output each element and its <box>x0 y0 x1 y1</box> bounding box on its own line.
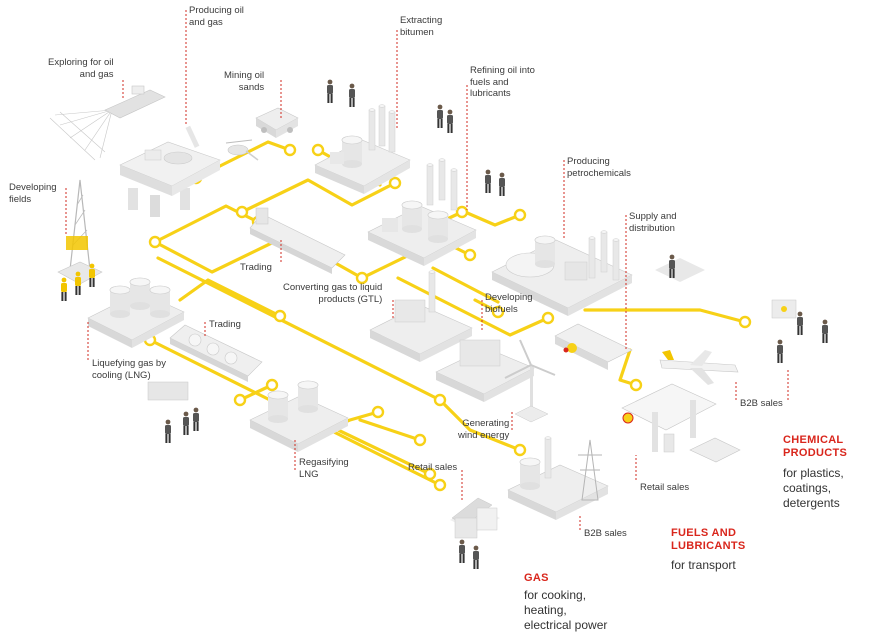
label-regas: Regasifying LNG <box>299 457 349 480</box>
ship-icon <box>249 207 346 274</box>
airplane-icon <box>659 350 739 385</box>
pipeline <box>153 236 284 274</box>
pipeline <box>463 210 522 227</box>
survey-ship-icon <box>49 85 166 161</box>
pylon-icon <box>578 439 602 501</box>
pipeline <box>156 256 522 452</box>
pipeline-node <box>463 248 477 262</box>
fuel-station-icon <box>621 383 741 463</box>
label-refining: Refining oil into fuels and lubricants <box>470 65 535 99</box>
house-icon <box>450 497 500 539</box>
label-wind: Generating wind energy <box>458 418 510 441</box>
pipeline <box>178 278 282 318</box>
pipeline-node <box>265 378 279 392</box>
display-board-icon <box>771 299 797 319</box>
label-exploring: Exploring for oil and gas <box>48 57 114 80</box>
lng-plant <box>87 277 185 348</box>
chemical-products-sub: for plastics, coatings, detergents <box>783 466 844 510</box>
pipeline-node <box>541 311 555 325</box>
pipeline-node <box>235 205 249 219</box>
leader-lines <box>65 10 789 530</box>
pipeline <box>431 266 500 304</box>
wind-turbine-icon <box>504 339 556 423</box>
pipeline <box>240 178 397 214</box>
power-plant <box>507 436 609 520</box>
oil-rig-icon <box>119 125 221 217</box>
pipeline <box>396 276 550 337</box>
pipeline-node <box>433 478 447 492</box>
pipeline-node <box>423 467 437 481</box>
pipeline-node <box>513 443 527 457</box>
pipeline <box>336 428 432 476</box>
gas-title: GAS <box>524 572 549 584</box>
pipeline-node <box>413 433 427 447</box>
label-trading-mid: Trading <box>209 319 241 330</box>
gas-sub: for cooking, heating, electrical power <box>524 588 608 632</box>
pipeline <box>153 204 260 244</box>
pipeline <box>583 308 747 324</box>
label-supply: Supply and distribution <box>629 211 677 234</box>
derrick-icon <box>57 179 103 285</box>
pipeline-node <box>283 143 297 157</box>
people-icon <box>147 381 199 443</box>
pipeline-node <box>311 143 325 157</box>
pipeline-node <box>233 393 247 407</box>
tanker-truck-icon <box>554 323 633 370</box>
label-mining: Mining oil sands <box>224 70 265 93</box>
refinery <box>367 158 477 266</box>
pipeline-node <box>455 205 469 219</box>
pipeline-node <box>629 378 643 392</box>
pipeline-node <box>148 235 162 249</box>
label-bitumen: Extracting bitumen <box>400 15 443 38</box>
people-icon <box>655 254 705 282</box>
helicopter-icon <box>225 139 259 161</box>
label-gtl: Converting gas to liquid products (GTL) <box>283 282 383 305</box>
fuels-lubricants-sub: for transport <box>671 558 736 572</box>
chemical-products-title: CHEMICAL PRODUCTS <box>783 434 848 459</box>
fuels-lubricants-title: FUELS AND LUBRICANTS <box>671 527 746 552</box>
pipeline-node <box>491 305 505 319</box>
label-lng: Liquefying gas by cooling (LNG) <box>92 358 166 381</box>
bitumen-plant <box>314 104 411 194</box>
pipeline-node <box>371 405 385 419</box>
lng-carrier-icon <box>169 324 263 382</box>
pipeline-node <box>513 208 527 222</box>
gtl-plant <box>369 270 473 362</box>
biofuels-plant <box>435 339 535 402</box>
label-trading-top: Trading <box>240 262 272 273</box>
pipeline-node <box>273 309 287 323</box>
pipeline-node <box>433 393 447 407</box>
label-biofuels: Developing biofuels <box>485 292 533 315</box>
label-retail-left: Retail sales <box>408 462 458 473</box>
label-petrochemicals: Producing petrochemicals <box>567 156 631 179</box>
pipeline <box>358 418 422 442</box>
label-b2b-right: B2B sales <box>740 398 783 409</box>
pipeline-node <box>355 271 369 285</box>
regas-terminal <box>249 380 349 452</box>
label-developing-fields: Developing fields <box>9 182 57 205</box>
mining-truck-icon <box>255 107 299 138</box>
petrochemicals-plant <box>491 230 633 316</box>
pipeline-node <box>388 176 402 190</box>
label-producing: Producing oil and gas <box>189 5 244 28</box>
pipeline-node <box>738 315 752 329</box>
label-retail-right: Retail sales <box>640 482 690 493</box>
label-b2b-mid: B2B sales <box>584 528 627 539</box>
